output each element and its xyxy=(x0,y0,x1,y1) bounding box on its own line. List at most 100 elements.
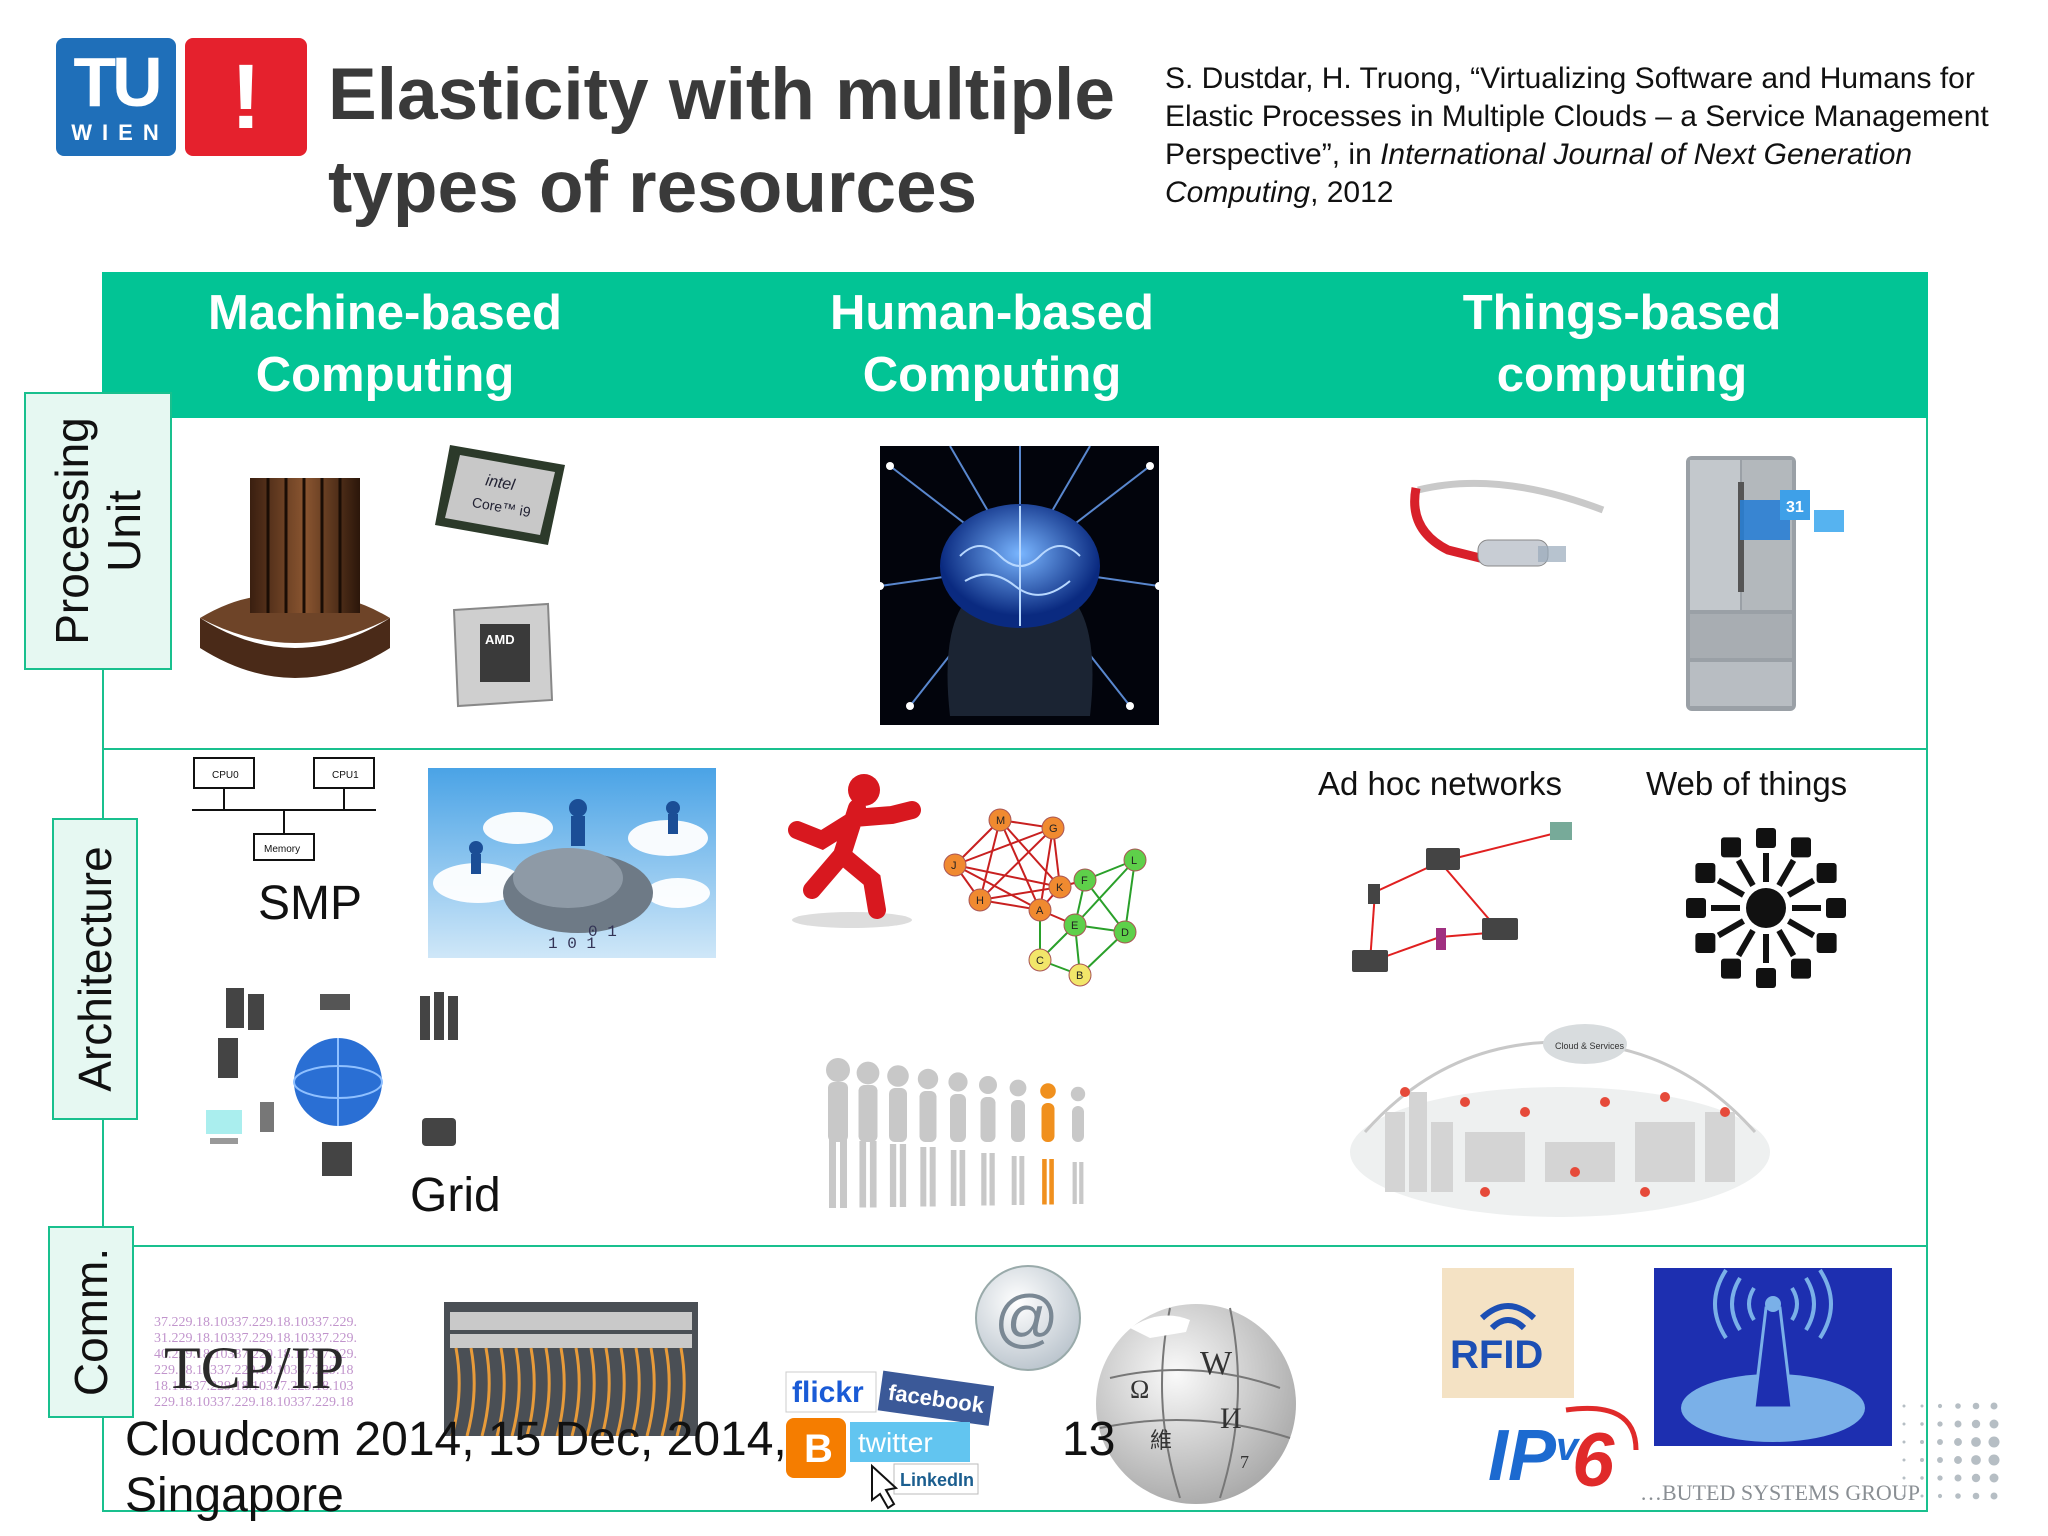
citation: S. Dustdar, H. Truong, “Virtualizing Sof… xyxy=(1165,60,2005,212)
smp-diagram: CPU0 CPU1 Memory xyxy=(192,757,376,861)
cpu1-label: CPU1 xyxy=(332,770,359,781)
svg-text:40.229.18.10337.229.18.10337.2: 40.229.18.10337.229.18.10337.229. xyxy=(154,1347,357,1362)
adhoc-network-diagram xyxy=(1352,822,1572,972)
at-symbol: @ xyxy=(994,1282,1059,1354)
svg-text:G: G xyxy=(1049,823,1058,835)
cloud-services-text: Cloud & Services xyxy=(1555,1041,1625,1051)
twitter-logo: twitter xyxy=(858,1427,933,1458)
dsg-logo-dots xyxy=(1902,1402,2000,1500)
smart-city-diagram: Cloud & Services xyxy=(1350,1024,1770,1217)
exclamation-logo: ! xyxy=(185,38,307,156)
svg-text:229.18.10337.229.18.10337.229.: 229.18.10337.229.18.10337.229.18 xyxy=(154,1363,354,1378)
column-things-line1: Things-based xyxy=(1462,286,1782,340)
network-patch-panel-image xyxy=(444,1302,698,1436)
row-processing-line1: Processing xyxy=(46,417,98,645)
svg-text:F: F xyxy=(1081,875,1088,887)
cloud-computing-image: 1 0 10 1 xyxy=(428,768,716,958)
graph-node: J xyxy=(943,853,967,877)
svg-text:1 0 1: 1 0 1 xyxy=(548,935,596,953)
tcp-ip-image: 37.229.18.10337.229.18.10337.229. 31.229… xyxy=(154,1315,357,1410)
slide-title: Elasticity with multiple types of resour… xyxy=(328,48,1208,234)
graph-node: F xyxy=(1073,868,1097,892)
svg-text:7: 7 xyxy=(1240,1452,1249,1472)
row-divider xyxy=(102,1245,1928,1247)
hand-cursor-icon xyxy=(871,1463,899,1510)
graph-node: M xyxy=(988,808,1012,832)
svg-text:D: D xyxy=(1121,927,1129,939)
adhoc-networks-label: Ad hoc networks xyxy=(1318,765,1562,802)
svg-text:L: L xyxy=(1131,855,1137,867)
row-architecture-text: Architecture xyxy=(69,846,121,1092)
flickr-logo: flickr xyxy=(792,1376,864,1409)
svg-text:J: J xyxy=(951,860,957,872)
graph-node: A xyxy=(1028,898,1052,922)
grid-label: Grid xyxy=(410,1169,501,1222)
svg-text:W: W xyxy=(1200,1345,1233,1382)
svg-text:H: H xyxy=(976,895,984,907)
social-network-graph: M G J K F L H A E D C B xyxy=(943,808,1147,987)
supercomputer-image xyxy=(200,478,390,678)
graph-node: L xyxy=(1123,848,1147,872)
svg-text:IP: IP xyxy=(1488,1416,1557,1496)
wireless-antenna-image xyxy=(1654,1268,1892,1446)
ipv6-logo: IP 6 v IPv6 xyxy=(1486,1405,1639,1500)
graph-node: D xyxy=(1113,920,1137,944)
citation-journal: International Journal of Next Generation… xyxy=(1165,138,1913,209)
row-comm-text: Comm. xyxy=(65,1247,117,1397)
calendar-date-text: 31 xyxy=(1786,499,1804,516)
title-line-2: types of resources xyxy=(328,147,978,228)
svg-text:A: A xyxy=(1036,905,1044,917)
svg-text:M: M xyxy=(996,815,1005,827)
smp-label: SMP xyxy=(258,877,363,930)
svg-text:維: 維 xyxy=(1150,1428,1172,1453)
graph-node: E xyxy=(1063,913,1087,937)
graph-node: C xyxy=(1028,948,1052,972)
crowd-figures-image xyxy=(826,1058,1086,1208)
graph-node: G xyxy=(1041,816,1065,840)
column-things-line2: computing xyxy=(1496,348,1748,402)
svg-text:31.229.18.10337.229.18.10337.2: 31.229.18.10337.229.18.10337.229. xyxy=(154,1331,357,1346)
column-machine-line2: Computing xyxy=(255,348,515,402)
graph-node: B xyxy=(1068,963,1092,987)
column-human-line2: Computing xyxy=(862,348,1122,402)
email-at-icon: @ xyxy=(975,1265,1081,1371)
smart-glasses-image xyxy=(1410,479,1605,567)
title-line-1: Elasticity with multiple xyxy=(328,54,1115,135)
memory-label: Memory xyxy=(264,844,300,855)
cpu0-label: CPU0 xyxy=(212,770,239,781)
amd-cpu-image: AMD xyxy=(452,602,554,708)
column-human-line1: Human-based xyxy=(829,286,1154,340)
svg-text:И: И xyxy=(1220,1402,1242,1435)
column-human-based: Human-based Computing xyxy=(732,282,1252,406)
svg-text:0 1: 0 1 xyxy=(588,923,617,941)
intel-cpu-image: intel Core™ i9 xyxy=(435,445,565,545)
grid-computing-diagram xyxy=(206,988,458,1176)
footer-event-line1: Cloudcom 2014, 15 Dec, 2014, xyxy=(125,1413,787,1466)
amd-text: AMD xyxy=(485,632,515,647)
column-machine-based: Machine-based Computing xyxy=(125,282,645,406)
footer-event: Cloudcom 2014, 15 Dec, 2014, Singapore xyxy=(125,1412,787,1524)
table-header xyxy=(102,272,1928,418)
svg-text:6: 6 xyxy=(1572,1418,1615,1500)
citation-year: , 2012 xyxy=(1310,176,1394,209)
ipv6-text: IPv6 xyxy=(1486,1497,1488,1499)
tcp-ip-text: TCP/IP xyxy=(164,1335,344,1401)
graph-node: K xyxy=(1048,875,1072,899)
svg-text:K: K xyxy=(1056,882,1064,894)
social-media-logos: flickr facebook B twitter LinkedIn xyxy=(785,1370,994,1510)
svg-text:B: B xyxy=(1076,970,1083,982)
column-machine-line1: Machine-based xyxy=(208,286,562,340)
graph-node: H xyxy=(968,888,992,912)
svg-text:18.10337.229.18.10337.229.18.1: 18.10337.229.18.10337.229.18.103 xyxy=(154,1379,354,1394)
citation-text: S. Dustdar, H. Truong, “Virtualizing Sof… xyxy=(1165,62,1989,171)
smart-fridge-image: 31 xyxy=(1686,456,1844,711)
page-number: 13 xyxy=(1062,1413,1116,1466)
svg-text:229.18.10337.229.18.10337.229.: 229.18.10337.229.18.10337.229.18 xyxy=(154,1395,354,1410)
row-label-comm: Comm. xyxy=(48,1226,134,1418)
group-footer-text: …BUTED SYSTEMS GROUP xyxy=(1640,1480,1920,1505)
tu-logo: TU WIEN xyxy=(56,38,176,156)
linkedin-logo: LinkedIn xyxy=(900,1470,974,1490)
rfid-icon: RFID xyxy=(1442,1268,1574,1398)
row-divider xyxy=(102,748,1928,750)
